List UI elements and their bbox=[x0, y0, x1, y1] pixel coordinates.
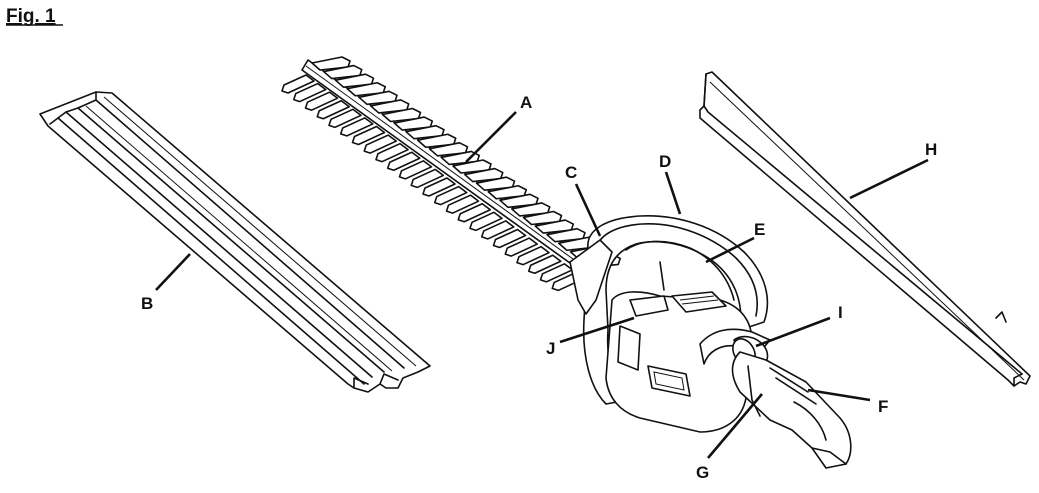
blade-tooth bbox=[499, 193, 539, 209]
blade-tooth bbox=[398, 160, 433, 180]
blade-tooth bbox=[452, 159, 492, 174]
blade-tooth bbox=[339, 117, 374, 137]
callout-g: G bbox=[696, 463, 709, 482]
callout-b: B bbox=[141, 294, 153, 313]
blade-tooth bbox=[381, 107, 422, 123]
blade-tooth bbox=[422, 177, 456, 197]
blade-tooth bbox=[369, 99, 410, 114]
blade-cover bbox=[39, 91, 431, 393]
blade-tooth bbox=[492, 228, 527, 249]
blade-tooth bbox=[457, 202, 492, 223]
blade-tooth bbox=[527, 254, 562, 275]
callout-j: J bbox=[546, 339, 555, 358]
callout-a: A bbox=[520, 93, 532, 112]
blade-tooth bbox=[375, 142, 409, 163]
blade bbox=[281, 56, 622, 292]
blade-tooth bbox=[428, 142, 469, 157]
blade-tooth bbox=[440, 150, 481, 166]
callout-f: F bbox=[878, 397, 888, 416]
blade-tooth bbox=[304, 91, 339, 111]
blade-tooth bbox=[334, 73, 375, 88]
accessory-rail bbox=[699, 71, 1031, 387]
blade-tooth bbox=[504, 237, 539, 257]
blade-tooth bbox=[292, 82, 327, 103]
blade-tooth bbox=[487, 184, 528, 200]
blade-tooth bbox=[480, 220, 515, 240]
blade-tooth bbox=[393, 116, 434, 131]
blade-tooth bbox=[433, 185, 468, 206]
blade-tooth bbox=[522, 210, 563, 226]
blade-tooth bbox=[410, 168, 445, 189]
callout-d: D bbox=[659, 152, 671, 171]
blade-tooth bbox=[322, 64, 363, 80]
tool-body bbox=[569, 215, 852, 469]
blade-tooth bbox=[311, 56, 351, 71]
blade-tooth bbox=[351, 125, 386, 146]
blade-tooth bbox=[386, 151, 421, 172]
blade-tooth bbox=[328, 108, 362, 129]
blade-tooth bbox=[534, 219, 575, 234]
blade-tooth bbox=[281, 74, 315, 94]
blade-tooth bbox=[469, 211, 503, 232]
blade-tooth bbox=[405, 124, 445, 140]
blade-tooth bbox=[416, 133, 457, 149]
callout-c: C bbox=[565, 163, 577, 182]
blade-tooth bbox=[316, 99, 351, 120]
blade-tooth bbox=[445, 194, 480, 214]
figure-title: Fig. 1 bbox=[6, 6, 56, 27]
blade-tooth bbox=[363, 134, 398, 154]
callout-e: E bbox=[754, 220, 765, 239]
blade-tooth bbox=[346, 81, 387, 97]
blade-tooth bbox=[358, 90, 398, 106]
blade-tooth bbox=[546, 227, 586, 243]
callout-h: H bbox=[925, 140, 937, 159]
blade-tooth bbox=[510, 202, 551, 217]
callout-i: I bbox=[838, 303, 843, 322]
blade-tooth bbox=[463, 167, 504, 183]
blade-tooth bbox=[516, 245, 550, 266]
blade-tooth bbox=[475, 176, 516, 191]
